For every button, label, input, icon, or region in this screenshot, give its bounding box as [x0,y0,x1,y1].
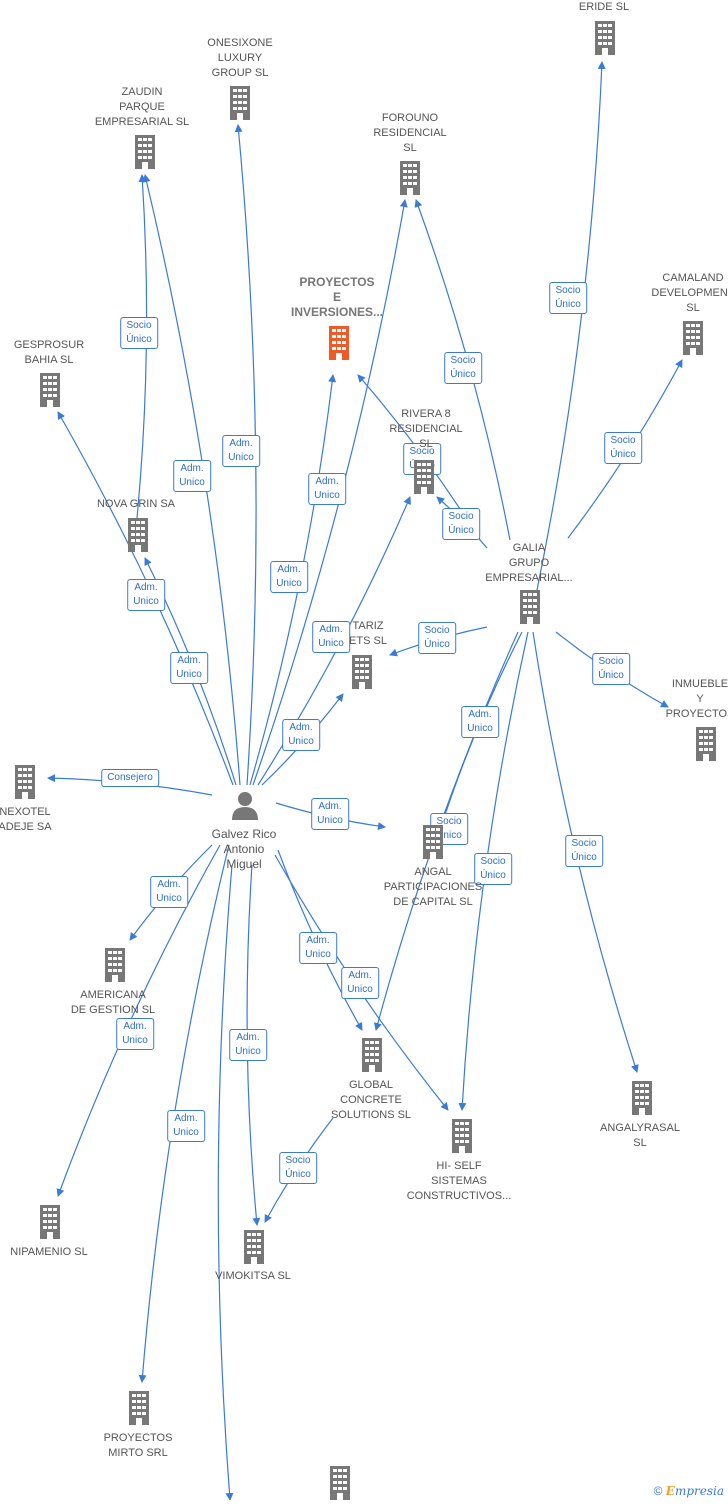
building-icon[interactable] [516,590,544,629]
node-label-global[interactable]: GLOBAL CONCRETE SOLUTIONS SL [330,1079,412,1121]
building-icon[interactable] [419,825,447,864]
edge-label-center-to-nexotel[interactable]: Consejero [101,769,159,787]
edge-label-galia-to-forouno[interactable]: Socio Único [444,352,482,384]
edge-label-galia-to-camaland[interactable]: Socio Único [604,432,642,464]
node-label-novagrin[interactable]: NOVA GRIN SA [96,498,176,510]
node-label-forouno[interactable]: FOROUNO RESIDENCIAL SL [373,112,447,154]
edge-label-center-to-gesprosur[interactable]: Adm. Unico [170,652,208,684]
edge-label-galia-to-inmueble[interactable]: Socio Único [592,653,630,685]
node-label-gesprosur[interactable]: GESPROSUR BAHIA SL [13,339,85,366]
building-icon[interactable] [11,765,39,804]
node-label-angal[interactable]: ANGAL PARTICIPACIONES DE CAPITAL SL [383,866,483,908]
edge-label-center-to-proyectos_inv[interactable]: Adm. Unico [270,561,308,593]
center-person-label[interactable]: Galvez Rico Antonio Miguel [211,827,277,871]
edge-label-center-to-vimokitsa[interactable]: Adm. Unico [229,1029,267,1061]
building-icon[interactable] [226,86,254,125]
edge-galia-to-eride [536,61,606,591]
edge-label-galia-to-global[interactable]: Adm. Unico [461,706,499,738]
edge-label-center-to-onesixone[interactable]: Adm. Unico [222,435,260,467]
building-icon[interactable] [124,518,152,557]
node-label-tariz[interactable]: TARIZ ETS SL [349,620,387,647]
brand-initial: E [665,1484,675,1498]
node-label-nexotel[interactable]: NEXOTEL ADEJE SA [0,806,52,833]
building-icon[interactable] [679,321,707,360]
edge-label-galia-to-hiself[interactable]: Socio Único [474,853,512,885]
building-icon[interactable] [358,1038,386,1077]
edge-label-center-to-americana[interactable]: Adm. Unico [150,876,188,908]
edge-center-to-bottom [217,864,234,1500]
copyright-symbol: © [653,1484,663,1498]
node-label-eride[interactable]: ERIDE SL [578,1,630,13]
edge-label-galia-to-angalyrasal[interactable]: Socio Único [565,835,603,867]
building-icon[interactable] [692,727,720,766]
node-label-inmueble[interactable]: INMUEBLE Y PROYECTOS [665,678,728,720]
edge-label-novagrin-to-zaudin[interactable]: Socio Único [120,317,158,349]
edge-label-center-to-novagrin[interactable]: Adm. Unico [127,579,165,611]
edge-label-center-to-hiself[interactable]: Adm. Unico [341,967,379,999]
brand-logo[interactable]: Empresia [666,1484,724,1498]
building-icon[interactable] [325,326,353,365]
edge-label-galia-to-tariz[interactable]: Socio Único [418,622,456,654]
node-label-rivera8[interactable]: RIVERA 8 RESIDENCIAL SL [389,408,463,450]
copyright-notice: © Empresia [654,1484,724,1498]
building-icon[interactable] [628,1081,656,1120]
building-icon[interactable] [410,460,438,499]
node-label-proyectos_inv[interactable]: PROYECTOS E INVERSIONES... [290,275,384,319]
building-icon[interactable] [125,1391,153,1430]
edge-center-to-nipamenio [56,844,221,1197]
edge-label-galia-to-eride[interactable]: Socio Único [549,282,587,314]
building-icon[interactable] [240,1230,268,1269]
building-icon[interactable] [348,655,376,694]
person-icon[interactable] [230,790,260,825]
edge-label-center-to-mirto[interactable]: Adm. Unico [167,1110,205,1142]
node-label-americana[interactable]: AMERICANA DE GESTION SL [70,989,156,1016]
building-icon[interactable] [448,1119,476,1158]
node-label-nipamenio[interactable]: NIPAMENIO SL [10,1246,88,1258]
edge-label-center-to-tariz[interactable]: Adm. Unico [282,719,320,751]
node-label-mirto[interactable]: PROYECTOS MIRTO SRL [103,1432,173,1459]
building-icon[interactable] [101,948,129,987]
edge-label-galia-to-rivera8[interactable]: Socio Único [442,508,480,540]
node-label-camaland[interactable]: CAMALAND DEVELOPMENT SL [651,272,728,314]
building-icon[interactable] [396,161,424,200]
node-label-angalyrasal[interactable]: ANGALYRASAL SL [600,1122,680,1149]
node-label-zaudin[interactable]: ZAUDIN PARQUE EMPRESARIAL SL [94,86,190,128]
building-icon[interactable] [36,1205,64,1244]
edge-label-center-to-angal[interactable]: Adm. Unico [311,798,349,830]
node-label-galia[interactable]: GALIA GRUPO EMPRESARIAL... [485,542,573,584]
brand-rest: mpresia [674,1484,724,1498]
node-label-hiself[interactable]: HI- SELF SISTEMAS CONSTRUCTIVOS... [406,1160,512,1202]
edge-label-center-to-forouno[interactable]: Adm. Unico [308,473,346,505]
building-icon[interactable] [591,21,619,60]
edge-label-global-to-vimokitsa[interactable]: Socio Único [279,1152,317,1184]
edge-label-center-to-global[interactable]: Adm. Unico [299,932,337,964]
node-label-vimokitsa[interactable]: VIMOKITSA SL [215,1270,291,1282]
node-label-onesixone[interactable]: ONESIXONE LUXURY GROUP SL [207,37,273,79]
building-icon[interactable] [36,373,64,412]
edge-label-center-to-rivera8[interactable]: Adm. Unico [312,621,350,653]
edge-label-center-to-nipamenio[interactable]: Adm. Unico [116,1018,154,1050]
edge-label-center-to-zaudin[interactable]: Adm. Unico [173,460,211,492]
building-icon[interactable] [326,1466,354,1505]
building-icon[interactable] [131,135,159,174]
